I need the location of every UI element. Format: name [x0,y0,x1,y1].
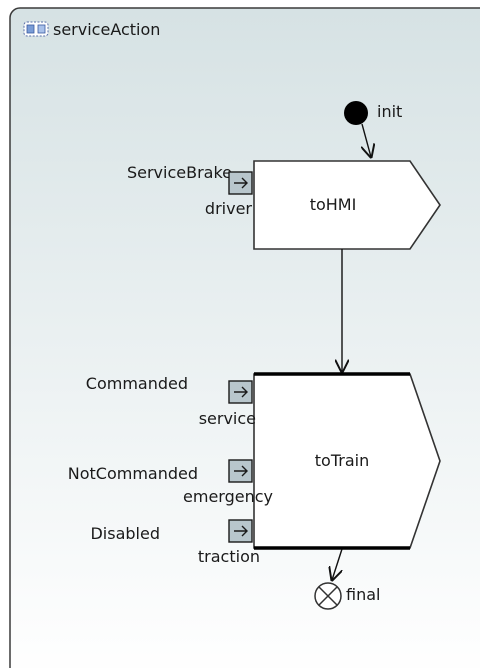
activity-frame-icon [23,21,49,37]
totrain-label: toTrain [315,451,369,470]
initial-node-icon[interactable] [344,101,368,125]
pin-value-servicebrake: ServiceBrake [127,163,232,182]
tohmi-node[interactable] [253,160,441,250]
tohmi-label: toHMI [310,195,357,214]
pin-value-disabled: Disabled [90,524,160,543]
pin-traction-icon[interactable] [228,519,253,543]
pin-name-emergency: emergency [183,487,273,506]
pin-value-notcommanded: NotCommanded [68,464,198,483]
control-flow-init-tohmi[interactable] [362,123,371,157]
activity-frame[interactable] [9,7,480,668]
pin-service-icon[interactable] [228,380,253,404]
activity-title: serviceAction [53,20,160,39]
pin-name-traction: traction [198,547,260,566]
init-label: init [377,102,402,121]
pin-name-driver: driver [205,199,252,218]
pin-name-service: service [199,409,256,428]
control-flow-totrain-final[interactable] [332,548,343,580]
pin-value-commanded: Commanded [86,374,188,393]
final-label: final [346,585,380,604]
pin-emergency-icon[interactable] [228,459,253,483]
flow-final-icon[interactable] [314,582,342,610]
pin-driver-icon[interactable] [228,171,253,195]
